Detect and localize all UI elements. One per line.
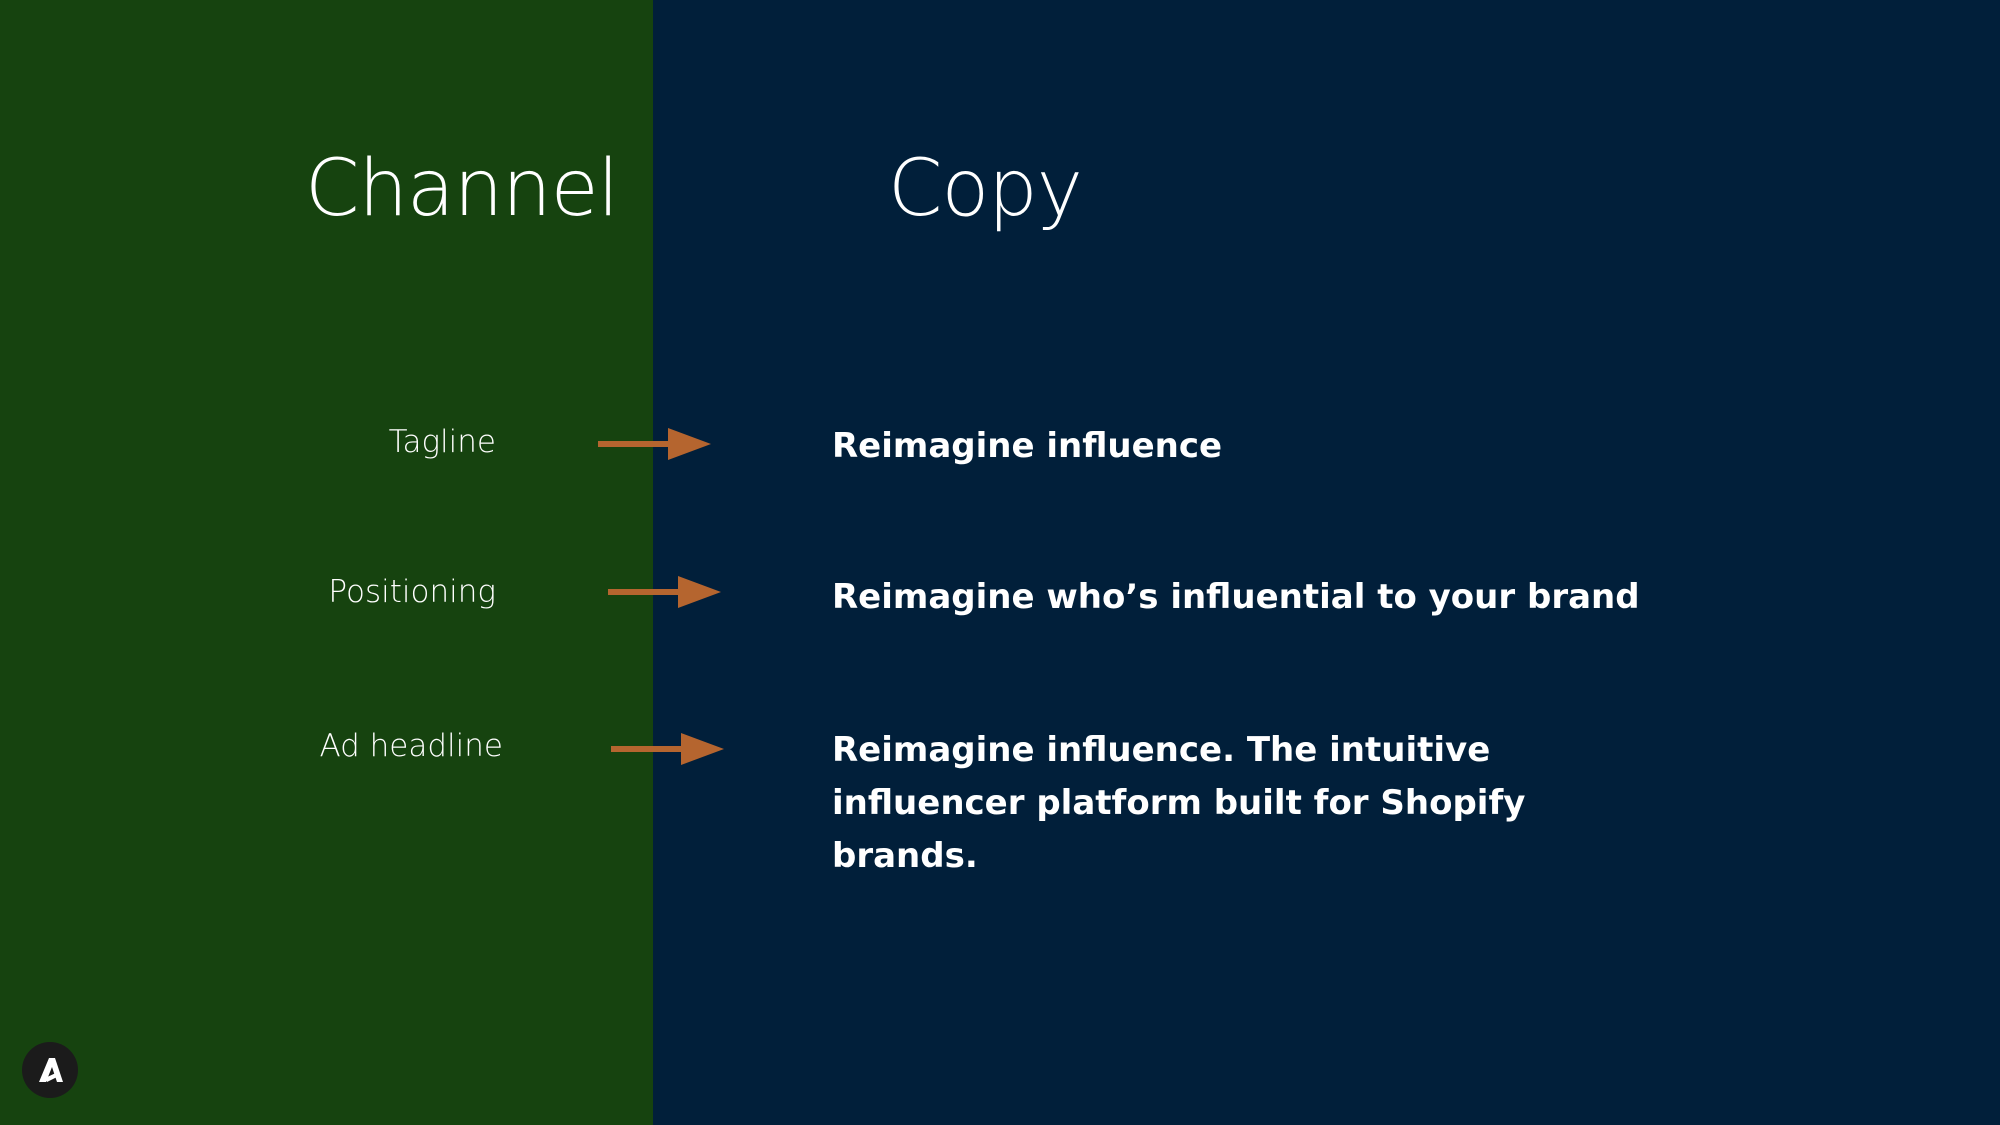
- copy-text-ad-headline: Reimagine influence. The intuitive influ…: [832, 730, 1526, 876]
- channel-label-ad-headline: Ad headline: [319, 728, 503, 764]
- copy-panel: [653, 0, 2000, 1125]
- arrow-right-icon: [608, 576, 721, 608]
- channel-label-positioning: Positioning: [328, 574, 496, 610]
- arrow-right-icon: [598, 428, 711, 460]
- arrow-right-icon: [611, 733, 724, 765]
- channel-label-tagline: Tagline: [388, 424, 496, 460]
- channel-panel: [0, 0, 653, 1125]
- copy-text-positioning: Reimagine who’s influential to your bran…: [832, 577, 1640, 617]
- channel-heading: Channel: [305, 144, 619, 234]
- copy-heading: Copy: [888, 144, 1083, 234]
- copy-text-tagline: Reimagine influence: [832, 426, 1223, 466]
- brand-logo-icon: [22, 1042, 78, 1098]
